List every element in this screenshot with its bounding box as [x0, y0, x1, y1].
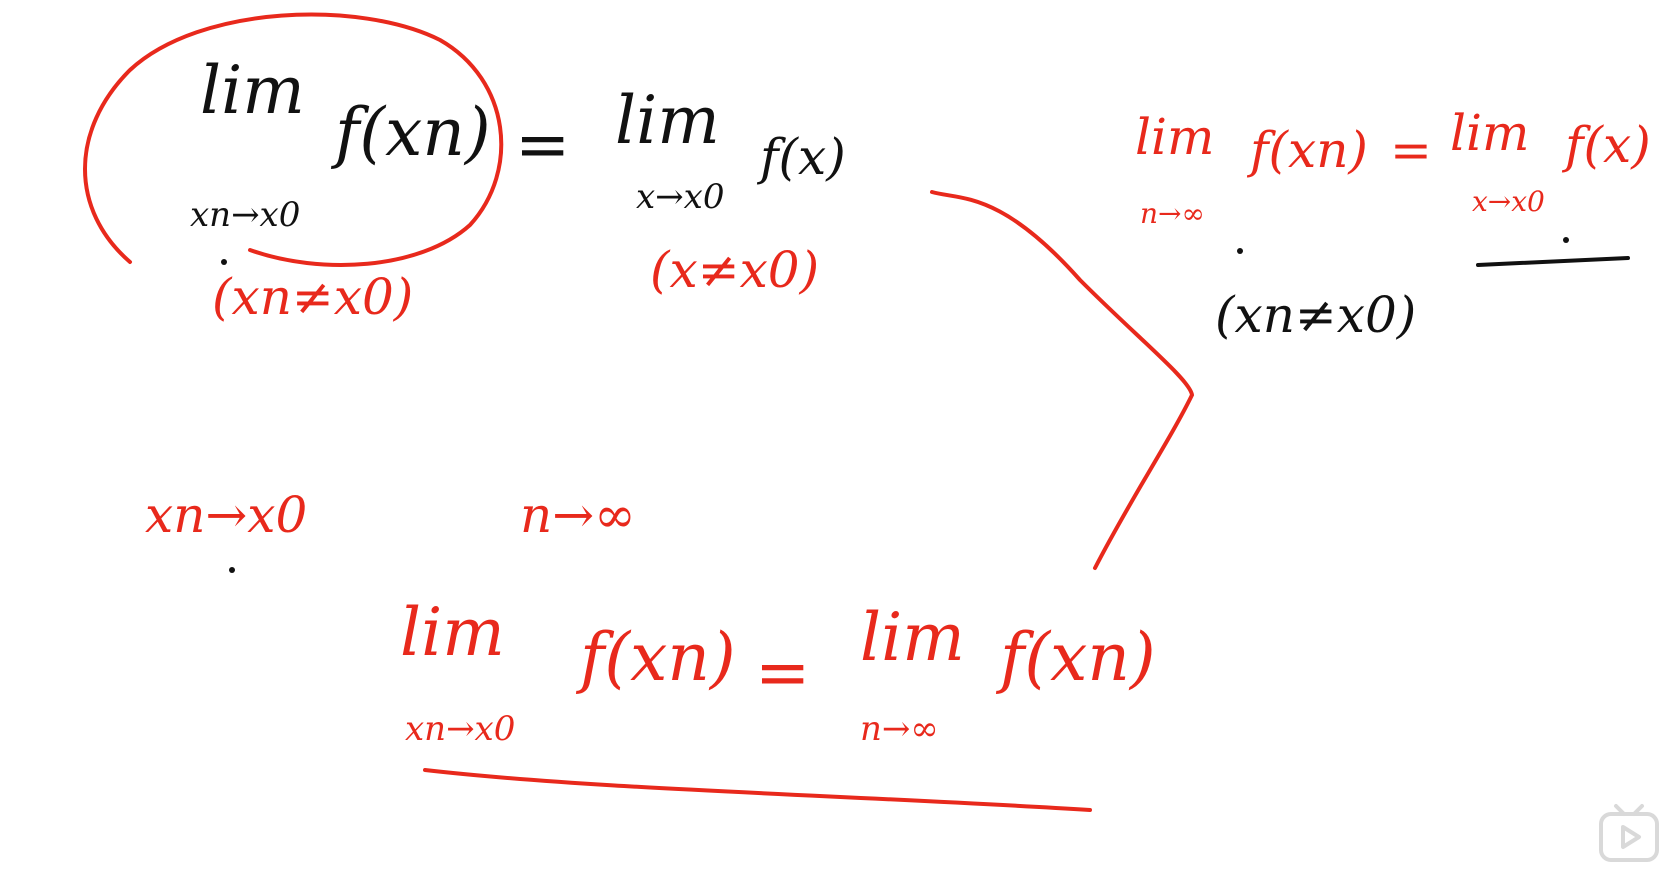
- condition-note: (x≠x0): [650, 241, 820, 299]
- bilibili-tv-icon: [1599, 804, 1659, 862]
- connector-curve-stroke: [930, 190, 1195, 570]
- function-expression: f(xn): [1250, 121, 1368, 179]
- equals-sign: =: [1390, 121, 1432, 179]
- limit-subscript: n→∞: [860, 709, 939, 749]
- xn-approaches-x0-note: xn→x0: [145, 486, 308, 544]
- function-expression: f(xn): [335, 94, 491, 171]
- lim-symbol: lim: [615, 82, 720, 159]
- equals-sign: =: [755, 634, 811, 711]
- function-expression: f(xn): [1000, 619, 1156, 696]
- limit-subscript: x→x0: [636, 177, 725, 217]
- function-expression: f(x): [1565, 116, 1651, 174]
- function-expression: f(xn): [580, 619, 736, 696]
- limit-subscript: n→∞: [1140, 197, 1205, 230]
- condition-note: (xn≠x0): [212, 268, 414, 326]
- circle-stroke: [83, 12, 504, 267]
- top-right-underline-stroke: [1476, 256, 1630, 267]
- dot-mark: [221, 259, 227, 265]
- dot-mark: [1237, 248, 1243, 254]
- condition-note: (xn≠x0): [1215, 286, 1417, 344]
- function-expression: f(x): [760, 128, 846, 186]
- lim-symbol: lim: [200, 52, 305, 129]
- lim-symbol: lim: [860, 599, 965, 676]
- dot-mark: [1563, 237, 1569, 243]
- limit-subscript: x→x0: [1472, 185, 1545, 218]
- lim-symbol: lim: [1135, 108, 1215, 166]
- lim-symbol: lim: [1450, 104, 1530, 162]
- lim-symbol: lim: [400, 594, 505, 671]
- limit-subscript: xn→x0: [405, 709, 516, 749]
- limit-subscript: xn→x0: [190, 195, 301, 235]
- dot-mark: [229, 567, 235, 573]
- equals-sign: =: [515, 106, 571, 183]
- n-approaches-infinity-note: n→∞: [520, 486, 636, 544]
- bottom-underline-stroke: [423, 768, 1092, 812]
